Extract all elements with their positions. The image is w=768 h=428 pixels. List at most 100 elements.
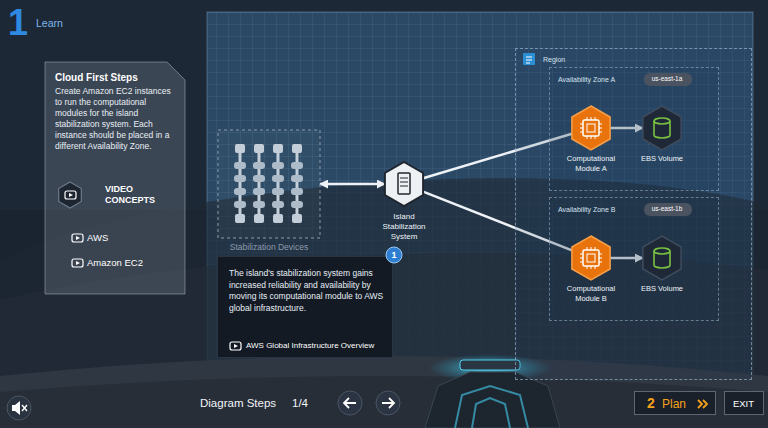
video-heading: VIDEO CONCEPTS	[105, 184, 177, 206]
floor	[0, 376, 768, 428]
ec2-instance-shape	[580, 117, 602, 139]
device-group-shape	[272, 175, 284, 182]
info-tooltip: The island's stabilization system gains …	[217, 256, 393, 358]
ec2-instance-shape	[572, 236, 610, 280]
device-group-shape	[273, 144, 283, 153]
instructions-panel-shape	[59, 182, 82, 208]
device-group-shape	[234, 162, 246, 169]
teleport-pad	[460, 360, 520, 370]
next-phase-button: 2Plan	[634, 391, 716, 415]
instructions-panel-shape	[69, 193, 73, 197]
ebs-volume-shape	[654, 248, 670, 254]
zone-tag: us-east-1a	[644, 73, 692, 86]
info-tooltip-shape	[234, 344, 238, 348]
info-tooltip-shape	[230, 342, 241, 350]
node-label: EBS Volume	[634, 154, 690, 164]
callout-badge: 1	[386, 247, 404, 264]
zone-id: us-east-1b	[644, 205, 690, 213]
ec2-instance-shape	[583, 120, 599, 136]
teleport-pad	[472, 398, 510, 428]
ebs-volume-shape	[643, 236, 681, 280]
zone-box: us-east-1bComputational Module B EBS Volu…	[549, 197, 719, 321]
video-link: AWS Global Infrastructure Overview	[246, 341, 388, 351]
device-group-shape	[218, 130, 322, 255]
next-step-button	[376, 391, 400, 415]
previous-step-button	[338, 391, 362, 415]
device-group-shape	[272, 201, 284, 208]
region-box-shape	[526, 57, 532, 63]
device-group-shape	[234, 175, 246, 182]
next-step-button	[382, 398, 394, 408]
step-number: 1	[8, 1, 28, 44]
button-label: EXIT	[725, 398, 762, 409]
instructions-panel-shape	[76, 261, 80, 265]
zone-box: us-east-1aComputational Module A EBS Volu…	[549, 67, 719, 191]
sound-button	[7, 396, 31, 420]
zone-id: us-east-1a	[644, 75, 690, 83]
device-group-shape	[253, 162, 265, 169]
step-counter: 1/4	[292, 396, 308, 410]
device-group-shape	[291, 188, 303, 195]
device-group-shape	[291, 201, 303, 208]
ec2-instance-shape	[587, 124, 595, 132]
phase-name: Plan	[662, 397, 696, 411]
device-group-shape	[273, 214, 283, 223]
device-group-shape	[272, 188, 284, 195]
previous-step-button	[338, 391, 362, 415]
device-group-shape	[253, 175, 265, 182]
device-group-shape	[291, 175, 303, 182]
device-group-shape	[234, 201, 246, 208]
system-node-shape	[385, 162, 423, 206]
device-group-shape	[218, 130, 320, 238]
phase-number: 2	[647, 395, 661, 412]
instructions-panel-shape	[72, 234, 83, 242]
instructions-panel-shape	[76, 236, 80, 240]
sound-button	[22, 405, 27, 411]
ec2-instance-shape	[572, 106, 610, 150]
ec2-instance-shape	[587, 254, 595, 262]
phase-title: Learn	[36, 17, 63, 30]
device-group-shape	[254, 214, 264, 223]
callout-number: 1	[386, 250, 402, 261]
sound-button	[7, 396, 31, 420]
region-box: us-east-1aComputational Module AEBS Volu…	[515, 48, 752, 380]
ebs-volume-shape	[643, 106, 681, 150]
device-group-shape	[272, 162, 284, 169]
device-group-shape	[254, 144, 264, 153]
group-label: Stabilization Devices	[218, 242, 320, 252]
video-link: AWS	[87, 232, 177, 243]
ec2-instance-shape	[580, 247, 602, 269]
device-group: Stabilization Devices	[218, 130, 322, 255]
step-caption: Diagram Steps	[200, 396, 276, 410]
instructions-panel-shape	[45, 62, 185, 294]
zone-label: Availability Zone A	[558, 76, 648, 84]
sound-button	[12, 401, 20, 415]
exit-button: EXIT	[724, 391, 764, 415]
ec2-instance-shape	[580, 117, 602, 139]
ebs-volume-shape	[654, 118, 670, 124]
ebs-volume: EBS Volume	[634, 236, 692, 308]
instructions-panel-shape	[65, 191, 76, 199]
ebs-volume: EBS Volume	[634, 106, 692, 178]
device-group-shape	[235, 214, 245, 223]
system-node: Island Stabilization System	[372, 160, 438, 245]
node-label: Computational Module B	[562, 284, 620, 303]
video-link: Amazon EC2	[87, 257, 177, 268]
zone-tag: us-east-1b	[644, 203, 692, 216]
device-group-shape	[291, 162, 303, 169]
teleport-pad	[425, 372, 560, 428]
teleport-pad	[455, 386, 528, 428]
ebs-volume-shape	[634, 236, 692, 308]
ec2-instance-shape	[580, 247, 602, 269]
ec2-instance-shape	[583, 250, 599, 266]
ebs-volume-shape	[634, 106, 692, 178]
node-label: Island Stabilization System	[372, 212, 436, 242]
callout-badge-shape	[386, 247, 402, 263]
ec2-instance: Computational Module A	[562, 106, 622, 178]
device-group-shape	[292, 214, 302, 223]
region-label: Region	[543, 56, 623, 64]
panel-title: Cloud First Steps	[55, 72, 177, 84]
system-node-shape	[400, 178, 408, 186]
